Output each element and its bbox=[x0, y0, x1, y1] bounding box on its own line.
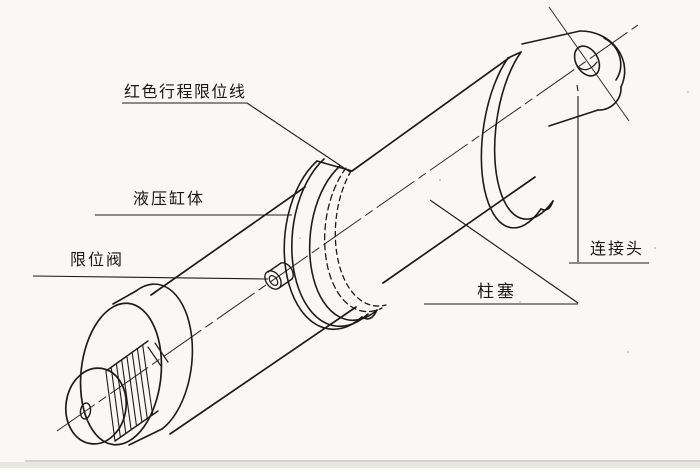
label-plunger: 柱塞 bbox=[477, 282, 517, 301]
neck-ring bbox=[480, 51, 554, 229]
eye-hole-depth-arc bbox=[576, 61, 598, 71]
red-limit-leader bbox=[246, 102, 351, 173]
valve-end-arc bbox=[280, 262, 294, 280]
connector-head bbox=[521, 30, 626, 127]
thread-lines bbox=[105, 345, 154, 442]
cylinder-drawing bbox=[64, 30, 626, 446]
valve-top-edge bbox=[267, 262, 282, 273]
collar-bottom-tip bbox=[361, 309, 378, 320]
threaded-boss bbox=[64, 340, 159, 445]
ring-top-edge bbox=[507, 51, 522, 59]
label-cylinder-body: 液压缸体 bbox=[133, 189, 205, 208]
ring-left-arc bbox=[480, 57, 542, 229]
head-top-edge bbox=[521, 30, 581, 45]
ring-bottom-tip bbox=[540, 200, 554, 211]
limit-valve-leader bbox=[32, 275, 269, 280]
head-thickness-arc bbox=[603, 37, 622, 81]
cap-top-rim bbox=[112, 290, 137, 305]
plunger-top-edge bbox=[351, 57, 510, 172]
gland-collar bbox=[283, 158, 387, 331]
labels: 红色行程限位线 液压缸体 限位阀 柱塞 连接头 bbox=[70, 83, 644, 301]
body-bottom-edge bbox=[169, 306, 357, 435]
base-end-cap bbox=[79, 283, 194, 446]
head-top-right-arc bbox=[579, 30, 626, 88]
scan-artifacts bbox=[0, 91, 700, 468]
label-connector: 连接头 bbox=[590, 240, 644, 258]
limit-valve-shape bbox=[264, 262, 294, 290]
head-bottom-edge bbox=[548, 109, 599, 127]
red-limit-line-arc-1 bbox=[324, 167, 383, 313]
plunger-bottom-edge bbox=[382, 176, 536, 284]
leader-lines bbox=[32, 84, 649, 305]
connector-leader-dash bbox=[576, 84, 579, 92]
collar-left-inner-arc bbox=[291, 158, 369, 328]
eye-hole-centerline bbox=[548, 6, 630, 122]
valve-bottom-edge bbox=[278, 278, 293, 289]
cap-back-arc bbox=[135, 283, 194, 430]
plunger-shape bbox=[351, 57, 536, 284]
collar-right-arc bbox=[308, 165, 378, 322]
plunger-leader bbox=[429, 199, 579, 304]
scan-bottom-band bbox=[0, 462, 700, 468]
cap-front-ellipse bbox=[79, 302, 163, 446]
body-top-edge bbox=[150, 186, 306, 296]
ring-right-arc bbox=[493, 51, 554, 220]
boss-face-ellipse bbox=[64, 367, 128, 445]
valve-bore bbox=[268, 274, 279, 287]
cap-seam-tick-1 bbox=[147, 346, 162, 367]
axis-centerline bbox=[56, 24, 639, 432]
label-limit-valve: 限位阀 bbox=[70, 251, 124, 269]
cap-bottom-rim bbox=[128, 428, 163, 446]
label-red-limit-line: 红色行程限位线 bbox=[124, 83, 247, 101]
centerlines bbox=[56, 6, 639, 432]
scan-specks bbox=[299, 91, 689, 353]
head-bottom-right-arc bbox=[597, 86, 622, 111]
red-limit-line-arc-2 bbox=[334, 170, 387, 307]
boss-center-hole bbox=[79, 402, 92, 420]
collar-left-outer-arc bbox=[283, 160, 363, 331]
boss-top-edge bbox=[105, 340, 149, 372]
cap-seam-tick-2 bbox=[154, 342, 169, 363]
